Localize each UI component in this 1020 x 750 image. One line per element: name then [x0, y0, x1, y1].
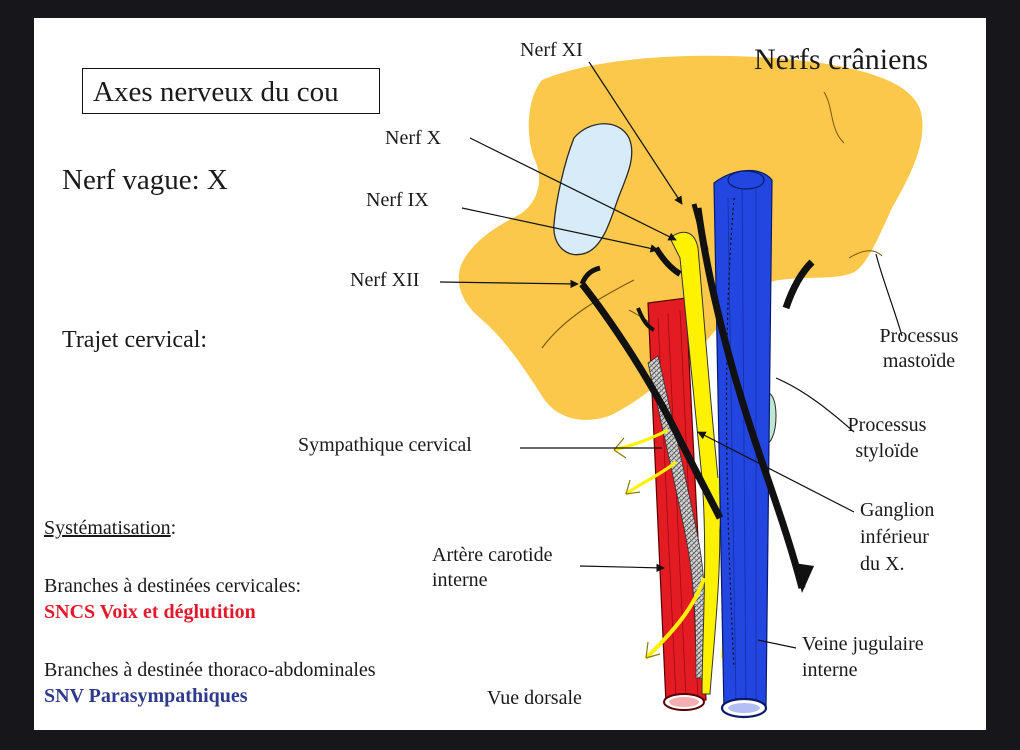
trajet-label: Trajet cervical: — [62, 327, 208, 353]
label-mastoide-2: mastoïde — [882, 350, 956, 372]
label-styloide-1: Processus — [847, 414, 927, 436]
systematisation-heading-text: Systématisation — [44, 517, 171, 539]
anatomy-illustration — [439, 55, 923, 719]
label-nerf-x: Nerf X — [385, 127, 442, 149]
vagus-subtitle: Nerf vague: X — [62, 164, 228, 196]
label-styloide-2: styloïde — [855, 440, 919, 462]
label-nerf-ix: Nerf IX — [366, 189, 429, 211]
label-carotide-1: Artère carotide — [432, 544, 553, 566]
sncs-label: SNCS Voix et déglutition — [44, 601, 256, 623]
label-ganglion-3: du X. — [860, 553, 905, 575]
systematisation-heading: Systématisation: — [44, 516, 176, 540]
label-jugulaire-1: Veine jugulaire — [802, 633, 924, 655]
foramen-magnum — [553, 123, 633, 256]
branches-cervicales: Branches à destinées cervicales: — [44, 575, 302, 597]
branches-thoraco: Branches à destinée thoraco-abdominales — [44, 659, 376, 681]
label-nerf-xi: Nerf XI — [520, 39, 583, 61]
vagus-nerve — [669, 231, 721, 695]
label-mastoide-1: Processus — [879, 325, 959, 347]
label-ganglion-1: Ganglion — [860, 499, 935, 521]
label-ganglion-2: inférieur — [860, 526, 929, 548]
slide: Axes nerveux du cou Nerfs crâniens Nerf … — [34, 18, 986, 730]
hypoglossal-nerve — [579, 281, 724, 520]
slide-title: Axes nerveux du cou — [82, 68, 380, 114]
label-vue-dorsale: Vue dorsale — [487, 687, 582, 709]
systematisation-colon: : — [170, 517, 177, 539]
label-sympathique: Sympathique cervical — [298, 434, 472, 456]
label-carotide-2: interne — [432, 569, 488, 591]
snv-label: SNV Parasympathiques — [44, 685, 248, 707]
label-nerf-xii: Nerf XII — [350, 269, 420, 291]
accessory-nerve — [694, 207, 806, 589]
jugular-vein — [713, 169, 773, 713]
cranial-nerves-heading: Nerfs crâniens — [754, 43, 929, 76]
label-jugulaire-2: interne — [802, 659, 858, 681]
